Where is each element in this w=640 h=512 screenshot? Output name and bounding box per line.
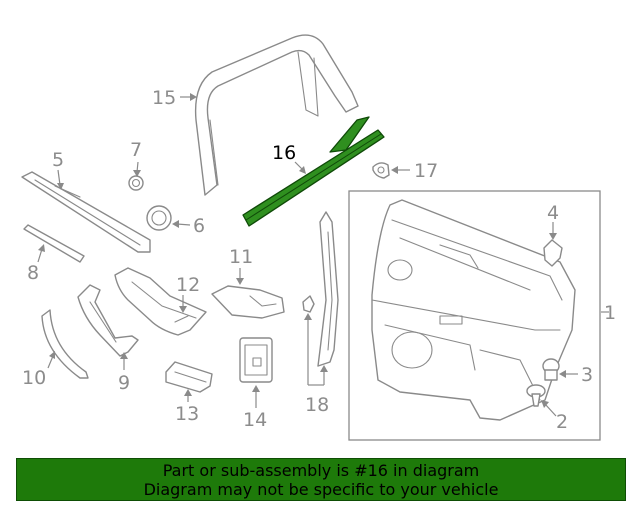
callout-labels: 15 16 17 7 6 5 8 11 12 9 10 13 14 18 4 1… — [22, 87, 616, 433]
part-6-speaker-grille — [146, 205, 172, 231]
label-11: 11 — [229, 246, 253, 268]
banner-line-2: Diagram may not be specific to your vehi… — [143, 479, 499, 499]
banner-line-1: Part or sub-assembly is #16 in diagram — [162, 460, 480, 480]
label-14: 14 — [243, 409, 267, 431]
part-5-trim-strip — [21, 171, 151, 253]
label-15: 15 — [152, 87, 176, 109]
part-17-clip — [372, 162, 390, 179]
leader-lines — [37, 93, 609, 417]
label-13: 13 — [175, 403, 199, 425]
part-1-door-panel — [348, 190, 601, 441]
part-15-window-frame — [194, 34, 359, 196]
label-9: 9 — [118, 372, 130, 394]
part-3-push-clip — [542, 358, 560, 381]
part-8-trim — [23, 224, 85, 263]
part-4-clip — [543, 239, 563, 267]
part-13-switch-bezel — [165, 361, 213, 393]
label-3: 3 — [581, 364, 593, 386]
label-5: 5 — [52, 149, 64, 171]
label-4: 4 — [547, 202, 559, 224]
part-16-belt-molding — [242, 116, 385, 227]
part-9-pull-handle — [77, 284, 139, 357]
part-11-trim-piece — [211, 285, 285, 319]
part-18-pillar-trim — [302, 211, 339, 367]
label-16: 16 — [272, 142, 296, 164]
label-1: 1 — [604, 302, 616, 324]
label-2: 2 — [556, 411, 568, 433]
parts-diagram: 15 16 17 7 6 5 8 11 12 9 10 13 14 18 4 1… — [21, 34, 616, 441]
label-17: 17 — [414, 160, 438, 182]
label-6: 6 — [193, 215, 205, 237]
label-18: 18 — [305, 394, 329, 416]
part-2-push-clip — [526, 384, 546, 407]
label-12: 12 — [176, 274, 200, 296]
label-10: 10 — [22, 367, 46, 389]
part-7-button — [128, 175, 144, 191]
part-10-curved-trim — [41, 309, 89, 379]
label-8: 8 — [27, 262, 39, 284]
label-7: 7 — [130, 139, 142, 161]
info-banner: Part or sub-assembly is #16 in diagram D… — [16, 458, 626, 501]
part-12-armrest-cover — [114, 267, 207, 336]
part-14-window-switch — [239, 337, 273, 383]
